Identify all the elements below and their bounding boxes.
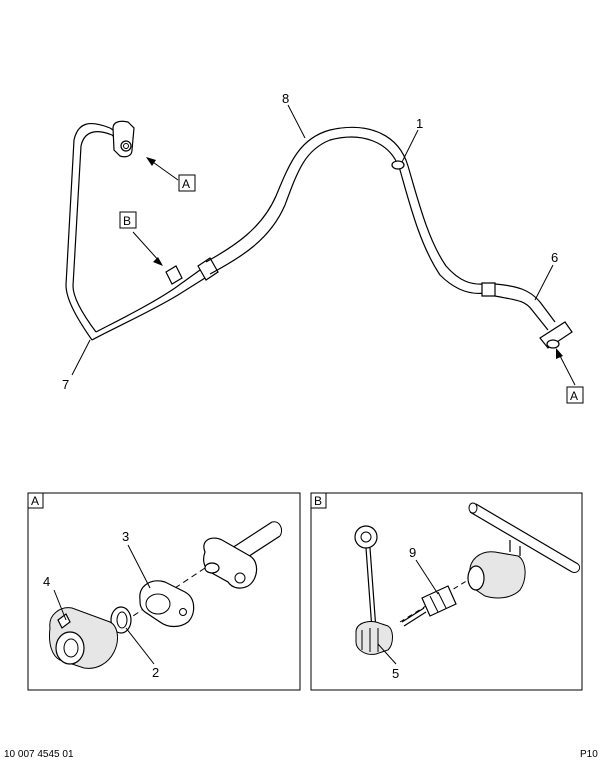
callout-8: 8 [282,91,289,106]
hose-section-8-outer [209,136,486,295]
svg-text:A: A [570,389,578,403]
leader-9 [415,559,439,595]
hose-section-7-inner [72,131,113,333]
callout-6: 6 [551,250,558,265]
callout-1: 1 [416,116,423,131]
callout-3: 3 [122,529,129,544]
arrow-a-bottom-head [556,348,563,359]
arrow-a-top-shaft [149,159,179,181]
panel-b-cap-5-knurl [361,628,379,652]
svg-text:A: A [182,177,190,191]
panel-a-pipe-end [271,521,283,537]
hose-lower-outer [91,277,206,341]
footer-page-ref: P10 [580,749,598,760]
left-top-flange [112,120,135,158]
panel-b-pipe-top-end2 [571,563,581,573]
panel-a-flange-hole [234,572,246,584]
panel-b-pipe-top-end [468,502,478,514]
hose-section-8-inner [205,126,486,285]
leader-2 [125,627,155,665]
leader-1 [401,129,419,163]
leader-7 [71,339,91,376]
leader-5 [377,643,397,665]
leader-6 [534,264,554,301]
panel-b-label: B [314,494,322,508]
panel-b-lanyard-strap [365,547,377,631]
panel-a-oring-2-inner [116,611,128,629]
hose-fitting-1 [391,160,405,170]
panel-a-cap-4-tab [57,613,71,629]
svg-text:B: B [123,214,131,228]
arrow-a-bottom-shaft [557,351,576,386]
panel-b-fitting-face [467,565,485,591]
panel-a-label: A [31,494,39,508]
panel-a-oring-2 [110,606,132,634]
panel-b-stem [509,540,521,556]
hose-sleeve-left [197,257,219,281]
right-end-port [546,339,560,349]
b-fitting [165,265,183,285]
panel-a-gasket-3-hole [179,608,187,616]
panel-a-cap-4-opening [63,638,79,658]
detail-panel-a: A 3 4 2 [27,492,301,691]
panel-b-valve-core-9-ribs [429,591,447,613]
callout-5: 5 [392,666,399,681]
arrow-b-shaft [132,231,161,263]
hose-lower-inner [95,269,201,333]
panel-b-cap-5 [355,621,393,655]
arrow-a-top-head [146,157,156,166]
hose-section-7-outer [65,122,111,341]
panel-b-pipe-top [469,503,579,573]
callout-2: 2 [152,665,159,680]
left-top-port [120,140,132,152]
pipe-section-6-inner [494,283,556,323]
pipe-section-6-outer [494,295,549,331]
panel-b-valve-core-9-spring [401,607,427,627]
callout-4: 4 [43,574,50,589]
leader-4 [53,589,67,621]
panel-a-flange-port [204,562,220,574]
footer-doc-number: 10 007 4545 01 [4,749,74,760]
callout-7: 7 [62,377,69,392]
view-ref-b: B [119,211,137,229]
leader-lines [71,104,576,386]
arrow-b-head [153,257,163,266]
detail-panel-b: B 9 5 [310,492,583,691]
left-top-port-inner [123,143,129,149]
panel-b-valve-core-9 [421,585,457,617]
panel-a-gasket-3 [139,580,195,628]
view-ref-a-top: A [178,174,196,192]
hose-assembly [65,120,573,349]
panel-b-lanyard-ring [354,525,378,549]
panel-a-cap-4-face [55,631,85,665]
view-ref-a-bottom: A [566,386,584,404]
panel-b-lanyard-ring-inner [360,531,372,543]
hose-sleeve-right [481,282,496,297]
leader-8 [287,104,306,139]
callout-9: 9 [409,545,416,560]
leader-3 [127,544,151,589]
panel-a-gasket-3-opening [145,593,171,615]
